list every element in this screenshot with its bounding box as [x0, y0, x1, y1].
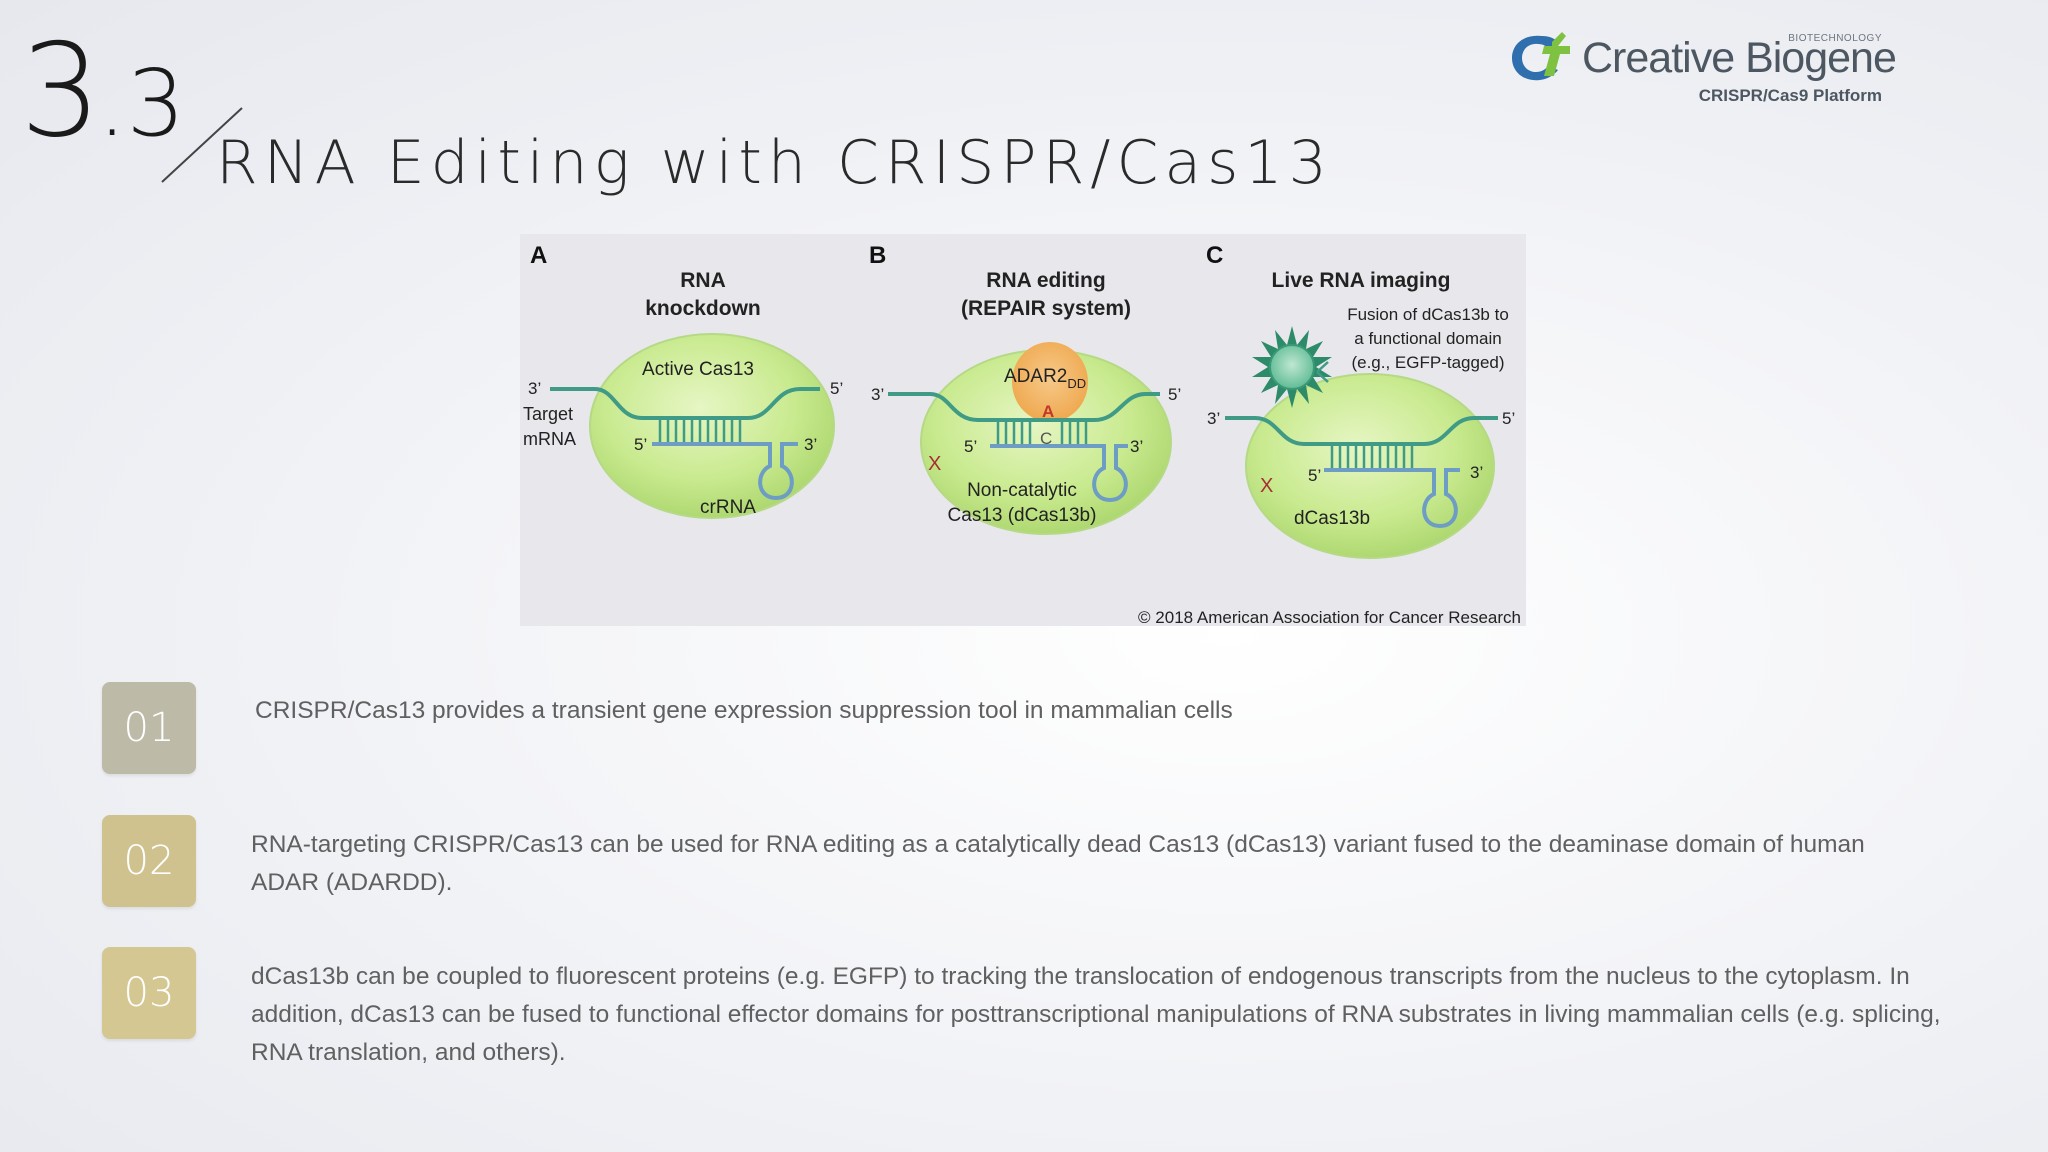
- panel-a-side-label-1: Target: [523, 404, 573, 424]
- panel-b-guide-5-end: 5’: [964, 437, 977, 456]
- panel-c-mrna-3-end: 3’: [1207, 409, 1220, 428]
- item-number-badge: 03: [102, 947, 196, 1039]
- panel-a-mrna-3-end: 3’: [528, 379, 541, 398]
- panel-b-mrna-3-end: 3’: [871, 385, 884, 404]
- panel-b-x-mark: X: [928, 453, 941, 475]
- section-number: 3.3: [20, 28, 185, 156]
- panel-b-guide-rna: [990, 444, 1128, 503]
- panel-a: A RNA knockdown Active Cas13 3’ 5’ 5’ 3’…: [523, 242, 843, 519]
- panel-c-note-line3: (e.g., EGFP-tagged): [1351, 353, 1504, 372]
- panel-a-basepair-ticks: [658, 420, 742, 442]
- panel-b-guide-3-end: 3’: [1130, 437, 1143, 456]
- panel-a-target-mrna: [550, 387, 820, 420]
- panel-c-mrna-5-end: 5’: [1502, 409, 1515, 428]
- panel-c-target-mrna: [1225, 416, 1498, 446]
- panel-a-crrna-5-end: 5’: [634, 435, 647, 454]
- panel-a-cas13-cell: [589, 333, 835, 519]
- panel-c-dcas13b-cell: [1245, 373, 1495, 559]
- panel-c-basepair-ticks: [1330, 446, 1414, 468]
- panel-c-linker: [1316, 361, 1329, 383]
- panel-a-crrna: [652, 442, 798, 501]
- logo-tagline: BIOTECHNOLOGY: [1788, 33, 1882, 44]
- panel-b-basepair-ticks: [996, 422, 1088, 444]
- creative-biogene-logo-icon: [1512, 32, 1570, 81]
- panel-a-side-label-2: mRNA: [523, 429, 576, 449]
- panel-b-base-c: C: [1040, 429, 1052, 448]
- panel-a-letter: A: [530, 242, 547, 269]
- panel-a-title-line2: knockdown: [645, 297, 761, 320]
- panel-c-bottom-label: dCas13b: [1294, 508, 1370, 529]
- panel-c-guide-rna: [1324, 468, 1460, 529]
- panel-c-note-line2: a functional domain: [1354, 329, 1501, 348]
- cas13-figure: A RNA knockdown Active Cas13 3’ 5’ 5’ 3’…: [520, 234, 1526, 626]
- panel-b-title-line1: RNA editing: [986, 269, 1105, 292]
- item-text: CRISPR/Cas13 provides a transient gene e…: [255, 697, 1233, 724]
- figure-copyright: © 2018 American Association for Cancer R…: [1138, 608, 1521, 626]
- panel-a-crrna-3-end: 3’: [804, 435, 817, 454]
- panel-b-letter: B: [869, 242, 886, 269]
- panel-b-adar-enzyme: [1012, 342, 1088, 422]
- item-text: dCas13b can be coupled to fluorescent pr…: [251, 963, 1941, 1066]
- panel-a-bottom-label: crRNA: [700, 497, 756, 518]
- panel-c-title: Live RNA imaging: [1272, 269, 1451, 292]
- panel-a-title-line1: RNA: [680, 269, 726, 292]
- panel-b-enzyme-label: ADAR2: [1004, 366, 1067, 387]
- slide-title: RNA Editing with CRISPR/Cas13: [216, 128, 1333, 198]
- panel-c-guide-5-end: 5’: [1308, 466, 1321, 485]
- svg-text:ADAR2DD: ADAR2DD: [1004, 366, 1086, 391]
- panel-c-letter: C: [1206, 242, 1223, 269]
- panel-b-title-line2: (REPAIR system): [961, 297, 1131, 320]
- egfp-starburst-icon: [1252, 326, 1332, 408]
- section-number-minor: .3: [97, 50, 186, 157]
- title-slash-divider: [161, 107, 243, 183]
- item-text: RNA-targeting CRISPR/Cas13 can be used f…: [251, 831, 1865, 896]
- logo-name: Creative Biogene: [1582, 34, 1897, 82]
- panel-b-bottom-label-1: Non-catalytic: [967, 480, 1077, 501]
- panel-c-x-mark: X: [1260, 475, 1273, 497]
- panel-a-protein-label: Active Cas13: [642, 359, 754, 380]
- company-logo: BIOTECHNOLOGY Creative Biogene CRISPR/Ca…: [1508, 26, 1897, 110]
- panel-b-mrna-5-end: 5’: [1168, 385, 1181, 404]
- item-number-badge: 01: [102, 682, 196, 774]
- panel-c-note-line1: Fusion of dCas13b to: [1347, 305, 1509, 324]
- panel-b-base-a: A: [1042, 402, 1054, 421]
- panel-c-guide-3-end: 3’: [1470, 463, 1483, 482]
- panel-b-enzyme-subscript: DD: [1067, 376, 1086, 391]
- panel-c: C Live RNA imaging Fusion of dCas13b to …: [1206, 242, 1515, 559]
- panel-a-mrna-5-end: 5’: [830, 379, 843, 398]
- panel-b-target-mrna: [888, 392, 1160, 422]
- panel-b: B RNA editing (REPAIR system) ADAR2DD A …: [869, 242, 1181, 535]
- panel-b-bottom-label-2: Cas13 (dCas13b): [948, 505, 1097, 526]
- section-number-major: 3: [20, 17, 101, 166]
- logo-platform: CRISPR/Cas9 Platform: [1698, 86, 1882, 105]
- item-number-badge: 02: [102, 815, 196, 907]
